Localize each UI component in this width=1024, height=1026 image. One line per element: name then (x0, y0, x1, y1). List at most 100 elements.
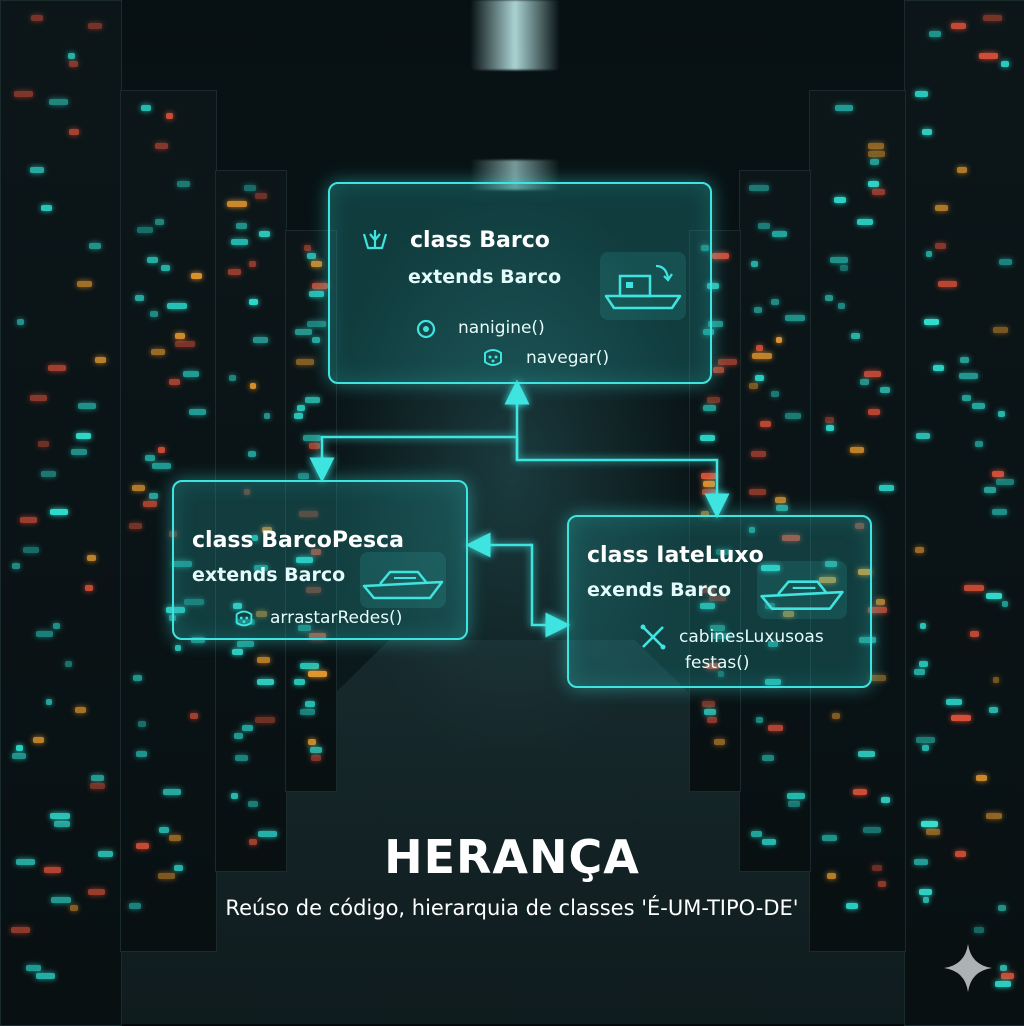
rack-led (135, 751, 148, 757)
rack-led (713, 367, 724, 373)
rack-led (1001, 973, 1014, 979)
rack-led (149, 493, 159, 499)
rack-led (145, 455, 155, 461)
rack-led (826, 425, 834, 431)
rack-led (174, 645, 182, 651)
rack-led (69, 129, 80, 135)
rack-led (10, 927, 31, 933)
rack-led (249, 839, 258, 845)
rack-led (157, 447, 165, 453)
rack-led (132, 675, 143, 681)
rack-led (701, 245, 709, 251)
rack-led (875, 599, 886, 605)
rack-led (867, 409, 881, 415)
rack-led (826, 873, 837, 879)
rack-led (149, 311, 159, 317)
method-nanigine: nanigine() (458, 318, 545, 338)
rack-led (188, 409, 206, 415)
rack-led (782, 535, 800, 541)
rack-led (825, 295, 834, 301)
extends-label: extends Barco (192, 564, 346, 586)
gear-icon (416, 319, 436, 339)
rack-led (775, 505, 788, 511)
rack-led (129, 903, 142, 909)
rack-led (859, 637, 876, 643)
rack-led (167, 303, 187, 309)
rack-led (230, 239, 248, 245)
rack-led (822, 835, 837, 841)
rack-led (951, 715, 971, 721)
rack-led (162, 789, 182, 795)
rack-led (159, 827, 169, 833)
rack-led (919, 889, 932, 895)
rack-led (750, 451, 766, 457)
rack-led (755, 375, 764, 381)
rack-led (295, 329, 313, 335)
rack-led (307, 253, 316, 259)
rack-led (771, 391, 780, 397)
rack-led (227, 201, 247, 207)
rack-led (172, 561, 193, 567)
arrow-to-left-child (309, 435, 517, 483)
rack-led (829, 257, 848, 263)
rack-led (915, 737, 935, 743)
rack-led (988, 707, 999, 713)
rack-led (923, 319, 940, 325)
rack-led (298, 511, 318, 517)
rack-led (992, 677, 1000, 683)
rack-led (138, 721, 147, 727)
rack-led (850, 447, 864, 453)
rack-led (75, 707, 87, 713)
rack-led (77, 403, 96, 409)
rack-led (703, 405, 717, 411)
rack-led (946, 699, 963, 705)
rack-led (964, 585, 984, 591)
rack-led (787, 801, 801, 807)
rack-led (263, 413, 271, 419)
rack-led (236, 223, 248, 229)
rack-led (749, 185, 770, 191)
rack-led (748, 527, 755, 533)
rack-led (12, 563, 20, 569)
rack-led (87, 555, 97, 561)
rack-led (250, 383, 257, 389)
rack-led (305, 587, 321, 593)
rack-led (147, 257, 158, 263)
rack-led (69, 61, 78, 67)
rack-led (13, 91, 33, 97)
rack-led (701, 587, 716, 593)
rack-led (190, 637, 205, 643)
rack-led (985, 593, 1003, 599)
rack-led (702, 701, 716, 707)
rack-led (252, 535, 259, 541)
rack-led (310, 755, 321, 761)
rack-led (29, 167, 44, 173)
rack-led (69, 905, 79, 911)
rack-led (255, 193, 268, 199)
rack-led (700, 435, 715, 441)
rack-led (856, 219, 873, 225)
rack-led (311, 261, 323, 267)
rack-led (975, 775, 987, 781)
rack-led (174, 865, 183, 871)
rack-led (255, 717, 276, 723)
rack-led (950, 23, 966, 29)
rack-led (774, 497, 786, 503)
rack-led (38, 441, 50, 447)
class-title: class IateLuxo (587, 543, 764, 568)
rack-led (248, 451, 257, 457)
net-icon (235, 610, 253, 627)
rack-led (928, 31, 942, 37)
crossed-tools-icon (640, 624, 666, 650)
rack-led (44, 867, 61, 873)
arrow-to-right-child (515, 437, 730, 519)
rack-led (717, 359, 737, 365)
class-card-iateluxo: class IateLuxo exends Barco cabinesLuxus… (567, 515, 872, 688)
rack-led (258, 231, 271, 237)
rack-led (98, 851, 113, 857)
rack-led (303, 245, 311, 251)
rack-led (761, 565, 781, 571)
yacht-icon (760, 580, 844, 610)
class-card-barcopesca: class BarcoPesca extends Barco arrastarR… (172, 480, 468, 640)
rack-led (90, 775, 104, 781)
